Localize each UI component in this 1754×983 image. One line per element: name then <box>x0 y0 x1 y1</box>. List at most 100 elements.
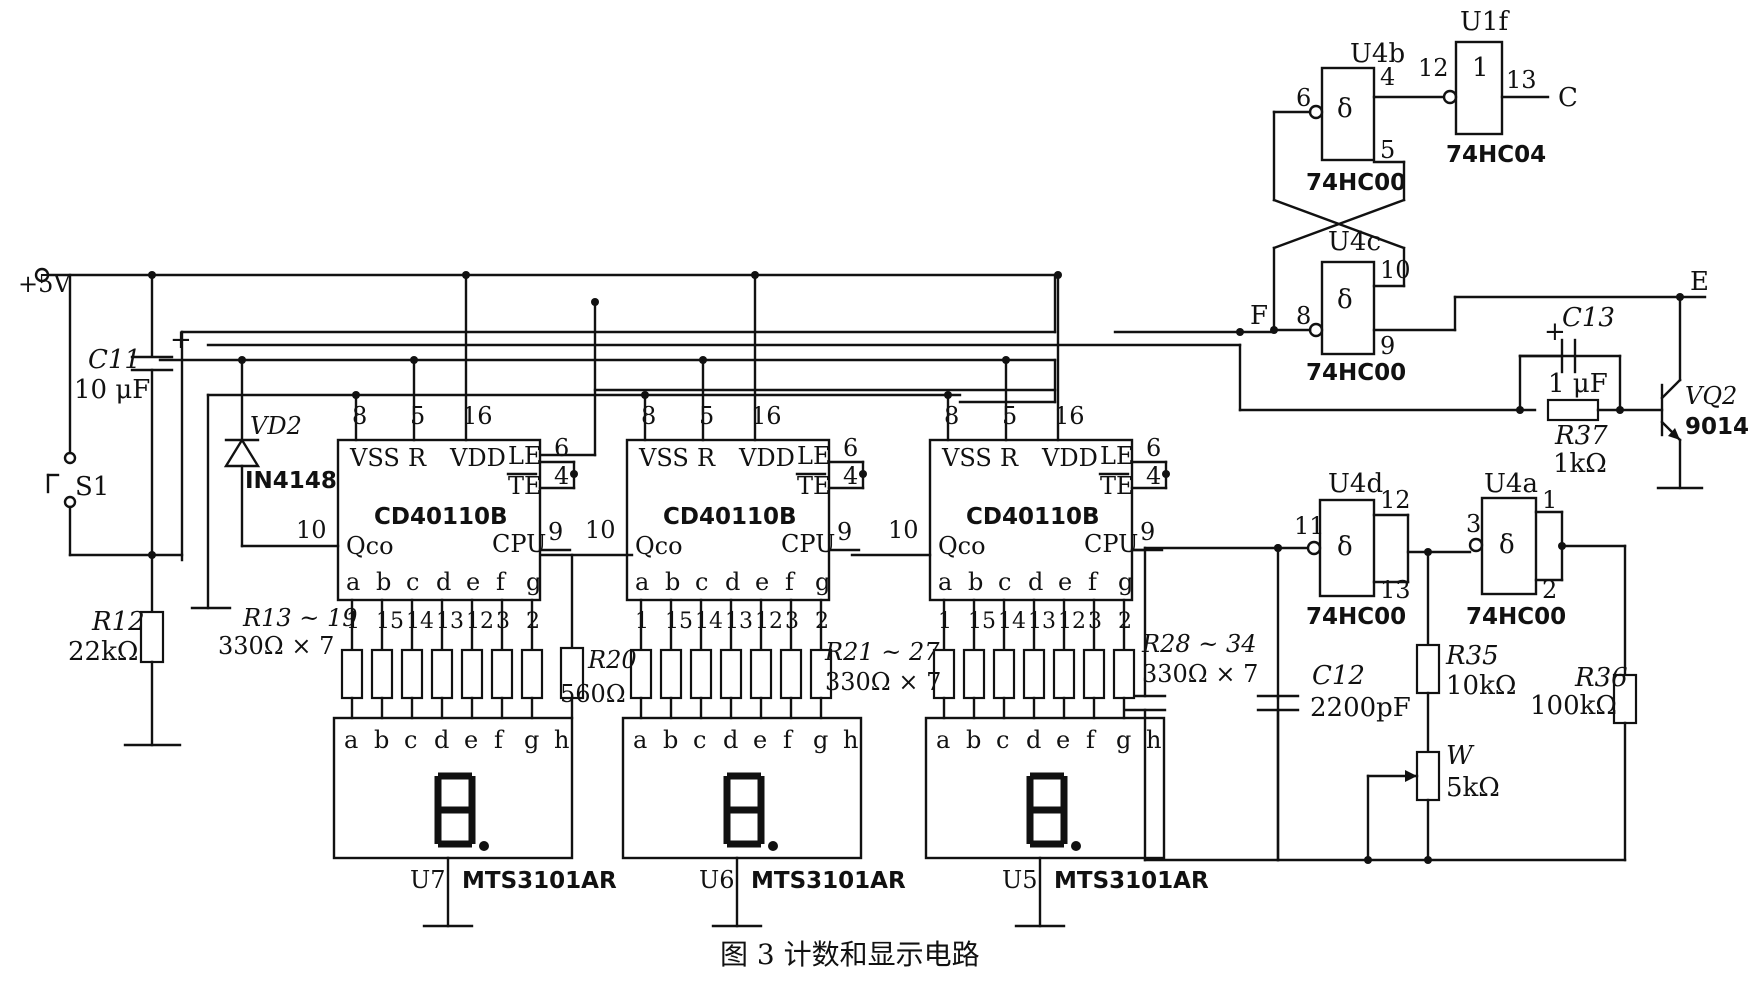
r21-27-name: R21 ~ 27 <box>824 638 940 666</box>
pin-number-r: 5 <box>699 402 714 430</box>
pin-label-r: R <box>408 444 427 472</box>
display-unit-label: U7 <box>410 866 446 894</box>
inverter-u1f <box>1442 40 1550 136</box>
segment-pin-c: 14 <box>695 609 723 634</box>
display-pin-g: g <box>524 726 539 754</box>
segment-resistor <box>460 648 484 700</box>
segment-resistor <box>430 648 454 700</box>
c13-plus: + <box>1544 317 1566 347</box>
pin-label-vdd: VDD <box>449 444 506 472</box>
display-pin-d: d <box>1026 726 1041 754</box>
pin-number-cpu: 9 <box>548 518 563 546</box>
segment-label-b: b <box>665 568 680 596</box>
rs-flip-flop <box>1113 66 1707 356</box>
pin-label-vss: VSS <box>349 444 400 472</box>
segment-pin-d: 13 <box>436 609 464 634</box>
display-pin-f: f <box>494 726 505 754</box>
pin-label-vdd: VDD <box>1041 444 1098 472</box>
display-pin-f: f <box>783 726 794 754</box>
display-pin-b: b <box>663 726 678 754</box>
power-rails <box>34 267 1537 610</box>
segment-label-f: f <box>1088 568 1099 596</box>
u4d-pin-c: 13 <box>1380 576 1411 604</box>
display-pin-h: h <box>554 726 569 754</box>
display-part-number: MTS3101AR <box>1054 868 1209 894</box>
display-pin-f: f <box>1086 726 1097 754</box>
segment-resistor <box>1082 648 1106 700</box>
supply-label: +5V <box>18 270 71 298</box>
display-pin-g: g <box>1116 726 1131 754</box>
r12-name: R12 <box>91 607 145 637</box>
segment-resistor <box>659 648 683 700</box>
segment-pin-c: 14 <box>998 609 1026 634</box>
c13-name: C13 <box>1562 303 1615 333</box>
r28-34-value: 330Ω × 7 <box>1142 660 1258 688</box>
vd2-part: IN4148 <box>245 468 337 494</box>
pin-number-cpu: 9 <box>1140 518 1155 546</box>
segment-label-c: c <box>998 568 1011 596</box>
u4d-name: U4d <box>1328 469 1383 499</box>
figure-caption: 图 3 计数和显示电路 <box>720 938 980 971</box>
segment-resistor <box>400 648 424 700</box>
segment-label-d: d <box>1028 568 1043 596</box>
display-pin-g: g <box>813 726 828 754</box>
pin-label-qco: Qco <box>346 532 394 560</box>
pin-label-le: LE <box>797 442 830 470</box>
u4a-symbol: δ <box>1499 530 1515 560</box>
r36-value: 100kΩ <box>1530 691 1617 721</box>
display-pin-a: a <box>633 726 647 754</box>
segment-label-c: c <box>695 568 708 596</box>
c11-name: C11 <box>88 345 141 375</box>
pin-label-qco: Qco <box>635 532 683 560</box>
pin-number-vdd: 16 <box>751 402 782 430</box>
pin-label-vss: VSS <box>638 444 689 472</box>
display-pin-d: d <box>723 726 738 754</box>
s1-label: S1 <box>75 472 109 502</box>
display-pin-e: e <box>464 726 478 754</box>
pin-number-vdd: 16 <box>462 402 493 430</box>
u4c-name: U4c <box>1328 227 1381 257</box>
u4b-pin-a: 6 <box>1296 84 1311 112</box>
pin-label-r: R <box>697 444 716 472</box>
segment-label-f: f <box>496 568 507 596</box>
segment-pin-e: 12 <box>466 609 494 634</box>
oscillator <box>1143 496 1638 864</box>
segment-label-e: e <box>1058 568 1072 596</box>
r12-value: 22kΩ <box>68 637 138 667</box>
r21-27-value: 330Ω × 7 <box>825 668 941 696</box>
r20-name: R20 <box>587 646 637 674</box>
pin-label-le: LE <box>508 442 541 470</box>
u4c-pin-y: 9 <box>1380 332 1395 360</box>
pin-number-vss: 8 <box>641 402 656 430</box>
display-pin-d: d <box>434 726 449 754</box>
segment-label-a: a <box>635 568 649 596</box>
segment-pin-e: 12 <box>1058 609 1086 634</box>
c11-plus: + <box>170 325 192 355</box>
pin-number-le: 6 <box>1146 434 1161 462</box>
vq2-part: 9014 <box>1685 414 1749 440</box>
pin-number-vss: 8 <box>352 402 367 430</box>
pin-label-cpu: CPU <box>492 530 546 558</box>
segment-label-d: d <box>436 568 451 596</box>
inter-chip-wiring <box>540 298 932 720</box>
display-pin-b: b <box>374 726 389 754</box>
r13-19-value: 330Ω × 7 <box>218 632 334 660</box>
segment-label-e: e <box>755 568 769 596</box>
pin-label-cpu: CPU <box>1084 530 1138 558</box>
segment-label-e: e <box>466 568 480 596</box>
r35-value: 10kΩ <box>1446 671 1516 701</box>
display-part-number: MTS3101AR <box>751 868 906 894</box>
u4a-name: U4a <box>1484 469 1538 499</box>
display-pin-e: e <box>753 726 767 754</box>
segment-resistor <box>719 648 743 700</box>
pin-number-te: 4 <box>1146 462 1161 490</box>
u1f-pin-y: 13 <box>1506 66 1537 94</box>
segment-pin-c: 14 <box>406 609 434 634</box>
segment-resistor <box>749 648 773 700</box>
display-pin-h: h <box>1146 726 1161 754</box>
u4c-symbol: δ <box>1337 285 1353 315</box>
pin-label-te: TE <box>508 472 542 500</box>
